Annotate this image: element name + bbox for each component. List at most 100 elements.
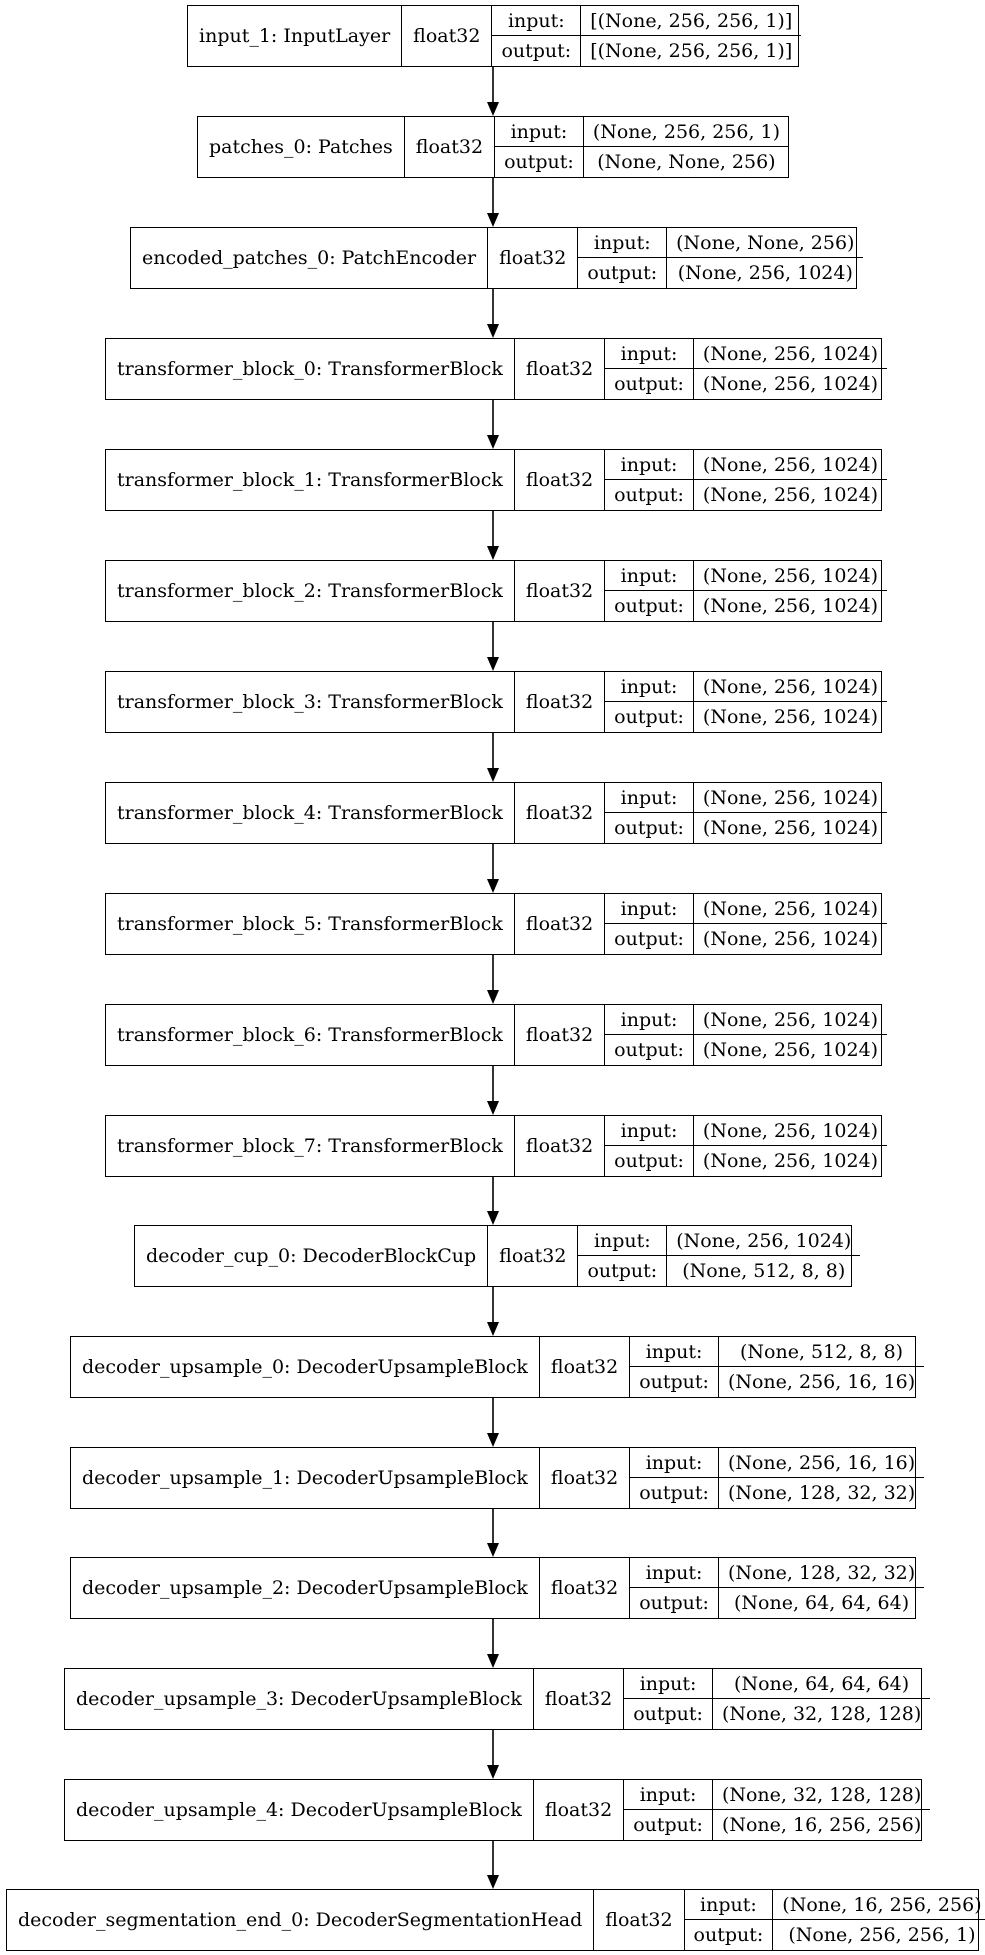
- layer-node: patches_0: Patches float32 input: (None,…: [197, 116, 790, 178]
- layer-dtype: float32: [515, 561, 606, 621]
- layer-node: transformer_block_1: TransformerBlock fl…: [105, 449, 888, 511]
- layer-dtype: float32: [534, 1780, 625, 1840]
- layer-dtype: float32: [515, 783, 606, 843]
- layer-dtype: float32: [488, 228, 579, 288]
- arrowhead-icon: [487, 879, 499, 893]
- layer-name: decoder_upsample_0: DecoderUpsampleBlock: [71, 1337, 540, 1397]
- arrowhead-icon: [487, 1875, 499, 1889]
- input-label: input:: [630, 1448, 719, 1478]
- output-label: output:: [605, 369, 694, 399]
- layer-io-table: input: (None, 512, 8, 8) output: (None, …: [630, 1337, 925, 1397]
- layer-dtype: float32: [534, 1669, 625, 1729]
- layer-name: decoder_upsample_4: DecoderUpsampleBlock: [65, 1780, 534, 1840]
- arrowhead-icon: [487, 768, 499, 782]
- output-shape: (None, 256, 1024): [702, 817, 879, 839]
- output-label: output:: [578, 1256, 668, 1286]
- input-shape: (None, 256, 1024): [693, 339, 888, 369]
- layer-node: decoder_upsample_4: DecoderUpsampleBlock…: [64, 1779, 931, 1841]
- output-label: output:: [605, 924, 694, 954]
- layer-dtype: float32: [488, 1226, 579, 1286]
- arrowhead-icon: [487, 1654, 499, 1668]
- layer-node: transformer_block_2: TransformerBlock fl…: [105, 560, 888, 622]
- output-shape: (None, 512, 8, 8): [682, 1260, 846, 1282]
- layer-node: transformer_block_7: TransformerBlock fl…: [105, 1115, 888, 1177]
- layer-name: transformer_block_4: TransformerBlock: [106, 783, 515, 843]
- output-shape: (None, 256, 1024): [702, 595, 879, 617]
- layer-dtype: float32: [540, 1448, 631, 1508]
- output-shape: (None, None, 256): [597, 151, 776, 173]
- layer-name: decoder_upsample_1: DecoderUpsampleBlock: [71, 1448, 540, 1508]
- output-shape: (None, 64, 64, 64): [733, 1592, 910, 1614]
- output-shape: (None, 256, 16, 16): [727, 1371, 916, 1393]
- layer-dtype: float32: [515, 894, 606, 954]
- layer-name: transformer_block_3: TransformerBlock: [106, 672, 515, 732]
- input-label: input:: [630, 1337, 719, 1367]
- arrowhead-icon: [487, 1101, 499, 1115]
- input-shape: (None, 256, 1024): [667, 1226, 861, 1256]
- input-shape: [(None, 256, 256, 1)]: [581, 6, 802, 36]
- output-label: output:: [605, 1035, 694, 1065]
- input-label: input:: [578, 228, 668, 258]
- output-shape: (None, 16, 256, 256): [721, 1814, 922, 1836]
- layer-node: input_1: InputLayer float32 input: [(Non…: [187, 5, 802, 67]
- arrowhead-icon: [487, 102, 499, 116]
- output-label: output:: [624, 1699, 713, 1729]
- output-label: output:: [492, 36, 582, 66]
- output-label: output:: [685, 1920, 774, 1950]
- arrowhead-icon: [487, 546, 499, 560]
- layer-node: encoded_patches_0: PatchEncoder float32 …: [130, 227, 864, 289]
- input-shape: (None, 256, 1024): [693, 450, 888, 480]
- input-shape: (None, 256, 16, 16): [718, 1448, 925, 1478]
- layer-io-table: input: (None, 256, 1024) output: (None, …: [605, 450, 888, 510]
- layer-name: transformer_block_1: TransformerBlock: [106, 450, 515, 510]
- input-label: input:: [605, 1116, 694, 1146]
- layer-dtype: float32: [515, 1116, 606, 1176]
- input-shape: (None, 256, 1024): [693, 561, 888, 591]
- layer-dtype: float32: [515, 672, 606, 732]
- output-label: output:: [624, 1810, 713, 1840]
- output-label: output:: [630, 1478, 719, 1508]
- layer-io-table: input: (None, 256, 256, 1) output: (None…: [495, 117, 790, 177]
- layer-io-table: input: (None, 256, 1024) output: (None, …: [605, 561, 888, 621]
- layer-node: decoder_upsample_2: DecoderUpsampleBlock…: [70, 1557, 925, 1619]
- layer-node: transformer_block_4: TransformerBlock fl…: [105, 782, 888, 844]
- layer-io-table: input: (None, 256, 1024) output: (None, …: [605, 1005, 888, 1065]
- arrowhead-icon: [487, 213, 499, 227]
- layer-io-table: input: (None, 256, 1024) output: (None, …: [605, 1116, 888, 1176]
- input-label: input:: [624, 1780, 713, 1810]
- output-shape: (None, 128, 32, 32): [727, 1482, 916, 1504]
- layer-dtype: float32: [515, 339, 606, 399]
- layer-node: decoder_upsample_1: DecoderUpsampleBlock…: [70, 1447, 925, 1509]
- input-shape: (None, 128, 32, 32): [718, 1558, 925, 1588]
- output-label: output:: [605, 480, 694, 510]
- output-shape: (None, 256, 1024): [702, 928, 879, 950]
- layer-node: transformer_block_5: TransformerBlock fl…: [105, 893, 888, 955]
- layer-io-table: input: (None, 256, 1024) output: (None, …: [605, 783, 888, 843]
- layer-io-table: input: (None, 64, 64, 64) output: (None,…: [624, 1669, 931, 1729]
- output-label: output:: [605, 702, 694, 732]
- input-label: input:: [495, 117, 584, 147]
- input-shape: (None, 256, 1024): [693, 1005, 888, 1035]
- arrowhead-icon: [487, 1433, 499, 1447]
- output-shape: (None, 32, 128, 128): [721, 1703, 922, 1725]
- input-label: input:: [492, 6, 582, 36]
- output-shape: (None, 256, 1024): [677, 262, 853, 284]
- layer-name: transformer_block_7: TransformerBlock: [106, 1116, 515, 1176]
- arrowhead-icon: [487, 990, 499, 1004]
- layer-dtype: float32: [515, 450, 606, 510]
- layer-node: decoder_segmentation_end_0: DecoderSegme…: [6, 1889, 985, 1951]
- output-shape: (None, 256, 1024): [702, 1150, 879, 1172]
- layer-name: transformer_block_2: TransformerBlock: [106, 561, 515, 621]
- layer-name: input_1: InputLayer: [188, 6, 403, 66]
- input-shape: (None, 256, 256, 1): [583, 117, 790, 147]
- input-label: input:: [630, 1558, 719, 1588]
- layer-io-table: input: (None, 128, 32, 32) output: (None…: [630, 1558, 925, 1618]
- output-label: output:: [578, 258, 668, 288]
- input-shape: (None, 512, 8, 8): [718, 1337, 925, 1367]
- input-shape: (None, 32, 128, 128): [712, 1780, 931, 1810]
- input-label: input:: [605, 450, 694, 480]
- layer-node: decoder_upsample_0: DecoderUpsampleBlock…: [70, 1336, 925, 1398]
- input-label: input:: [605, 1005, 694, 1035]
- input-label: input:: [684, 1890, 774, 1920]
